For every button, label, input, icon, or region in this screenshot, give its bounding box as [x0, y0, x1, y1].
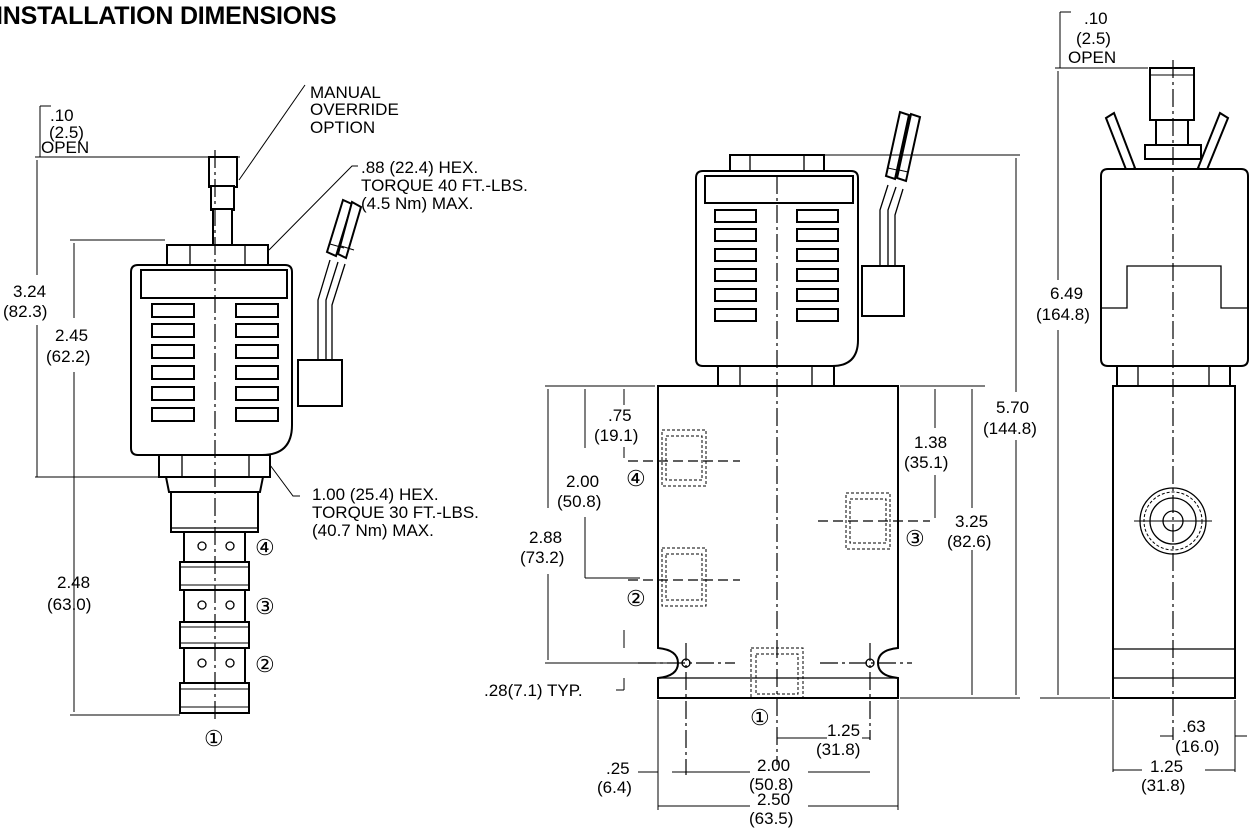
- right-dimensions: 6.49 (164.8) .63 (16.0) 1.25 (31.8): [1036, 71, 1247, 795]
- left-port-1: ①: [204, 726, 224, 751]
- right-override-stem: [1144, 67, 1202, 160]
- dim-288-mm: (73.2): [520, 548, 564, 567]
- dim-075-in: .75: [608, 406, 632, 425]
- middle-bottom-dimensions: 1.25 (31.8) 2.00 (50.8) 2.50 (63.5) .25 …: [597, 700, 899, 828]
- dim-288-in: 2.88: [529, 528, 562, 547]
- dim-r125-mm: (31.8): [1141, 776, 1185, 795]
- middle-right-dimensions: 1.38 (35.1) 3.25 (82.6) 5.70 (144.8): [818, 154, 1037, 699]
- dim-250-mm: (63.5): [749, 809, 793, 828]
- middle-coil: [695, 154, 905, 367]
- left-port-3: ③: [255, 594, 275, 619]
- middle-view: .75 (19.1) 2.00 (50.8) 2.88 (73.2) .28(7…: [484, 110, 1037, 828]
- left-port-4: ④: [255, 535, 275, 560]
- dim-063-mm: (16.0): [1175, 737, 1219, 756]
- dim-overall-mm: (82.3): [3, 302, 47, 321]
- dim-200-in: 2.00: [566, 472, 599, 491]
- left-open-in: .10: [50, 106, 74, 125]
- right-open-in: .10: [1084, 9, 1108, 28]
- left-coil-slots: [151, 303, 279, 422]
- manual-override-line3: OPTION: [310, 118, 375, 137]
- dim-649-mm: (164.8): [1036, 305, 1090, 324]
- middle-port-1: ①: [750, 705, 770, 730]
- middle-port-2: ②: [626, 586, 646, 611]
- dim-w200-mm: (50.8): [749, 775, 793, 794]
- dim-325-mm: (82.6): [947, 532, 991, 551]
- right-body: [1112, 385, 1236, 699]
- manual-override-line1: MANUAL: [310, 83, 381, 102]
- dim-overall-in: 3.24: [13, 282, 46, 301]
- dim-200-mm: (50.8): [557, 492, 601, 511]
- right-open-label: OPEN: [1068, 48, 1116, 67]
- left-view: .10 (2.5) OPEN: [3, 83, 528, 751]
- middle-port-3: ③: [905, 526, 925, 551]
- right-open-dimension: .10 (2.5) OPEN: [1055, 9, 1148, 69]
- left-wires: [317, 198, 363, 360]
- left-port-2: ②: [255, 652, 275, 677]
- dim-125-in: 1.25: [827, 721, 860, 740]
- dim-125-mm: (31.8): [816, 740, 860, 759]
- middle-port-4: ④: [626, 466, 646, 491]
- dim-250-in: 2.50: [757, 790, 790, 809]
- dim-r125-in: 1.25: [1150, 757, 1183, 776]
- left-hex-nut: [166, 244, 269, 268]
- dim-cart-in: 2.48: [57, 573, 90, 592]
- dim-063-in: .63: [1182, 717, 1206, 736]
- left-cartridge-holes: [197, 541, 235, 668]
- manifold-body: [657, 385, 899, 699]
- manual-override-line2: OVERRIDE: [310, 100, 399, 119]
- dim-coil-in: 2.45: [55, 326, 88, 345]
- left-leaders: [238, 84, 358, 497]
- cart-torque-max-label: (40.7 Nm) MAX.: [312, 521, 434, 540]
- dim-570-in: 5.70: [996, 398, 1029, 417]
- cart-torque-label: TORQUE 30 FT.-LBS.: [312, 503, 479, 522]
- left-coil: [130, 264, 343, 456]
- dim-649-in: 6.49: [1050, 284, 1083, 303]
- middle-left-dimensions: .75 (19.1) 2.00 (50.8) 2.88 (73.2) .28(7…: [484, 385, 672, 700]
- dim-028-label: .28(7.1) TYP.: [484, 681, 583, 700]
- left-open-mm: (2.5): [49, 123, 84, 142]
- right-open-mm: (2.5): [1076, 29, 1111, 48]
- right-view: .10 (2.5) OPEN: [1036, 9, 1249, 795]
- dim-075-mm: (19.1): [594, 426, 638, 445]
- left-open-label: OPEN: [41, 138, 89, 157]
- page-title: INSTALLATION DIMENSIONS: [0, 2, 337, 30]
- dim-025-in: .25: [606, 759, 630, 778]
- dim-325-in: 3.25: [955, 512, 988, 531]
- dim-w200-in: 2.00: [757, 756, 790, 775]
- left-open-dimension: .10 (2.5) OPEN: [35, 105, 240, 158]
- right-coil: [1100, 168, 1249, 387]
- cart-hex-label: 1.00 (25.4) HEX.: [312, 485, 439, 504]
- dim-138-mm: (35.1): [904, 453, 948, 472]
- dim-coil-mm: (62.2): [46, 347, 90, 366]
- middle-wires: [879, 110, 922, 266]
- dim-138-in: 1.38: [914, 433, 947, 452]
- dim-025-mm: (6.4): [597, 778, 632, 797]
- left-dimensions: 3.24 (82.3) 2.45 (62.2) 2.48 (63.0): [3, 160, 180, 716]
- nut-hex-label: .88 (22.4) HEX.: [361, 158, 478, 177]
- dim-570-mm: (144.8): [983, 419, 1037, 438]
- dim-cart-mm: (63.0): [47, 595, 91, 614]
- manual-override-pin: [208, 156, 238, 248]
- middle-nut: [717, 365, 835, 387]
- nut-torque-max-label: (4.5 Nm) MAX.: [361, 194, 473, 213]
- nut-torque-label: TORQUE 40 FT.-LBS.: [361, 176, 528, 195]
- middle-coil-slots: [714, 209, 839, 322]
